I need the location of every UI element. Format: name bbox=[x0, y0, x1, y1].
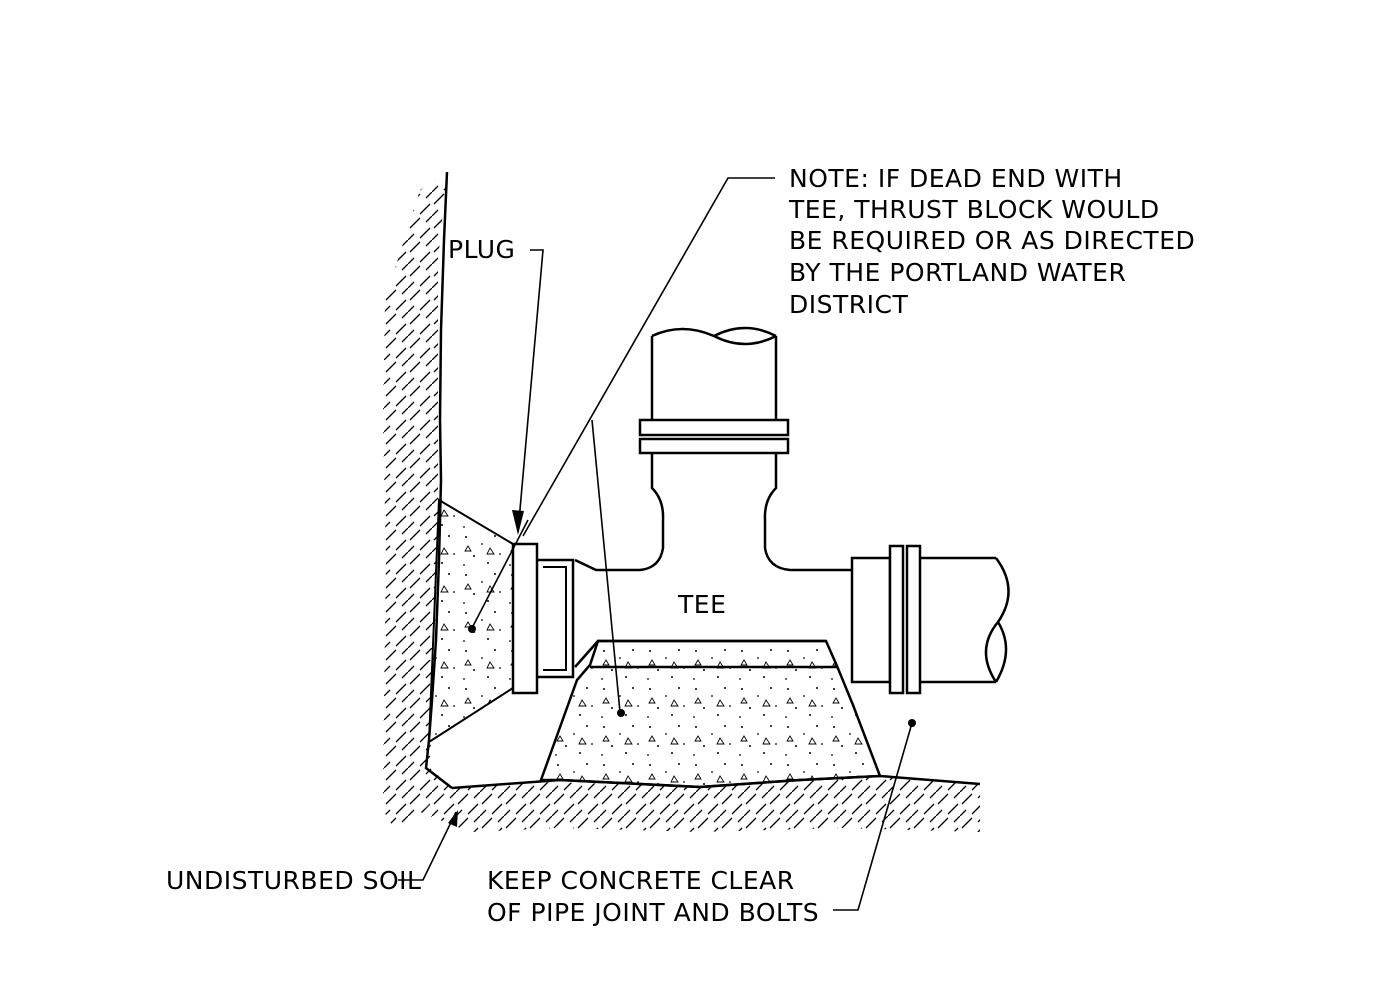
note-line-1: NOTE: IF DEAD END WITH bbox=[789, 164, 1123, 193]
leader-lines bbox=[398, 177, 916, 911]
keep-clear-text: KEEP CONCRETE CLEAR OF PIPE JOINT AND BO… bbox=[487, 866, 819, 927]
note-text: NOTE: IF DEAD END WITH TEE, THRUST BLOCK… bbox=[788, 164, 1195, 319]
note-line-2: TEE, THRUST BLOCK WOULD bbox=[788, 195, 1160, 224]
note-line-3: BE REQUIRED OR AS DIRECTED bbox=[789, 226, 1195, 255]
note-line-4: BY THE PORTLAND WATER bbox=[789, 258, 1126, 287]
tee-thrust-block bbox=[539, 639, 882, 789]
plug-thrust-block bbox=[427, 498, 514, 744]
tee-fitting bbox=[511, 326, 1010, 695]
note-line-5: DISTRICT bbox=[789, 290, 908, 319]
undisturbed-soil-label: UNDISTURBED SOIL bbox=[166, 866, 421, 895]
keep-clear-line-1: KEEP CONCRETE CLEAR bbox=[487, 866, 795, 895]
plug-label: PLUG bbox=[448, 235, 515, 264]
keep-clear-line-2: OF PIPE JOINT AND BOLTS bbox=[487, 898, 819, 927]
tee-label: TEE bbox=[677, 590, 726, 619]
